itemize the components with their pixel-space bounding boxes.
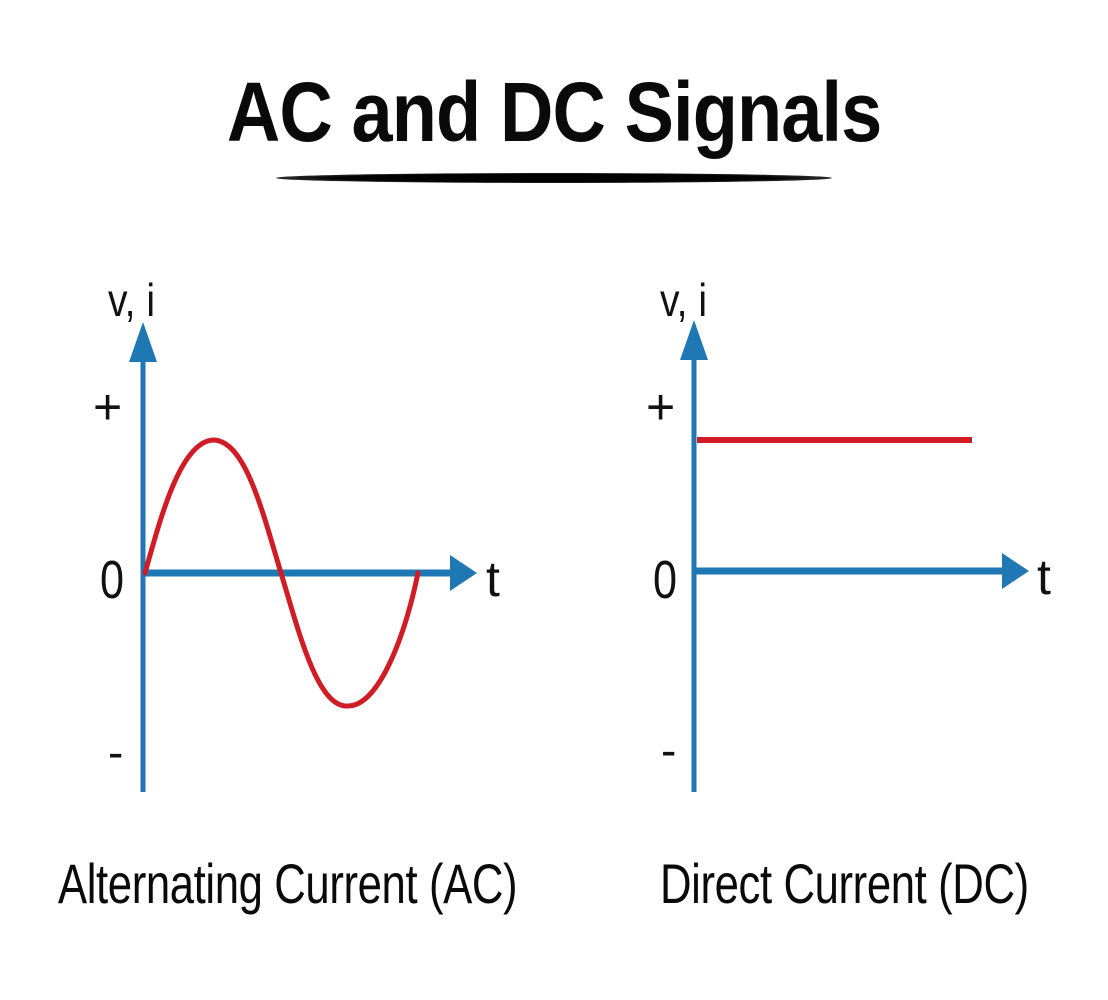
ac-signal-curve bbox=[142, 437, 421, 709]
dc-y-axis-arrow-icon bbox=[680, 320, 708, 360]
page-title: AC and DC Signals bbox=[226, 65, 882, 159]
ac-tick-minus: - bbox=[108, 726, 123, 778]
ac-x-axis-label: t bbox=[486, 551, 500, 607]
dc-y-axis-label: v, i bbox=[660, 275, 707, 327]
ac-tick-plus: + bbox=[93, 379, 122, 435]
ac-caption: Alternating Current (AC) bbox=[58, 852, 518, 915]
ac-y-axis-label: v, i bbox=[108, 275, 155, 327]
title-underline bbox=[276, 173, 832, 183]
dc-caption: Direct Current (DC) bbox=[660, 852, 1029, 915]
dc-chart: v, i + 0 - t bbox=[646, 275, 1051, 792]
dc-tick-minus: - bbox=[661, 724, 676, 776]
dc-tick-plus: + bbox=[646, 379, 675, 435]
ac-x-axis-arrow-icon bbox=[450, 555, 477, 591]
ac-chart: v, i + 0 - t bbox=[93, 275, 500, 792]
ac-tick-zero: 0 bbox=[100, 551, 124, 611]
dc-tick-zero: 0 bbox=[653, 551, 677, 611]
ac-y-axis-arrow-icon bbox=[129, 322, 157, 362]
dc-x-axis-label: t bbox=[1037, 549, 1051, 605]
dc-x-axis-arrow-icon bbox=[1002, 553, 1029, 589]
